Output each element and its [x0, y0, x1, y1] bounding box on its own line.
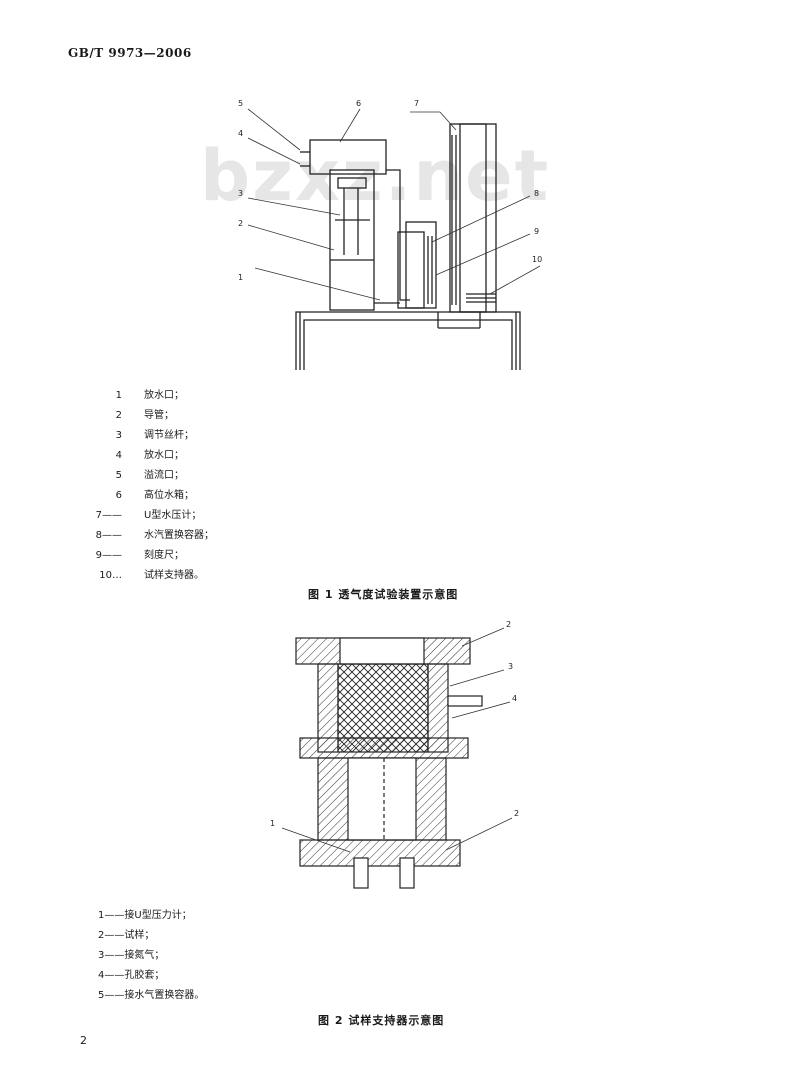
fig2-label-2: 2 [506, 620, 511, 629]
base-table-outline [295, 311, 521, 370]
figure2-diagram: 1 2 3 4 2 [270, 620, 519, 889]
figure1-caption: 图 1 透气度试验装置示意图 [308, 588, 459, 601]
left-column [329, 169, 375, 311]
fig1-label-5: 5 [238, 99, 243, 108]
fig1-label-7: 7 [414, 99, 419, 108]
fig2-label-2b: 2 [514, 809, 519, 818]
page-number: 2 [80, 1034, 87, 1047]
fig1-label-9: 9 [534, 227, 539, 236]
legend-item: 5——接水气置换容器。 [98, 990, 205, 1001]
fig1-label-3: 3 [238, 189, 243, 198]
legend-item: 4——孔胶套； [98, 970, 165, 981]
sample-block [337, 663, 429, 753]
fig2-label-4: 4 [512, 694, 517, 703]
fig1-label-1: 1 [238, 273, 243, 282]
fig2-label-3: 3 [508, 662, 513, 671]
legend-item: 10…试样支持器。 [99, 570, 204, 581]
legend-item: 1——接U型压力计； [98, 910, 192, 921]
bottom-flange [299, 839, 461, 867]
screw-top [337, 177, 367, 189]
figure2-caption: 图 2 试样支持器示意图 [318, 1014, 445, 1027]
legend-item: 7——U型水压计； [95, 510, 202, 521]
fig1-label-2: 2 [238, 219, 243, 228]
figure2-legend: 1——接U型压力计； 2——试样； 3——接氮气； 4——孔胶套； 5——接水气… [98, 906, 204, 1006]
u-manometer [449, 123, 497, 313]
base-table-inner [303, 319, 513, 370]
fig1-label-6: 6 [356, 99, 361, 108]
standard-header: GB/T 9973—2006 [68, 46, 192, 60]
legend-item: 3——接氮气； [98, 950, 165, 961]
figure1-diagram: 1 2 3 4 5 6 7 8 9 10 [238, 99, 542, 370]
exchange-container [397, 231, 425, 309]
fig1-label-8: 8 [534, 189, 539, 198]
fig1-label-4: 4 [238, 129, 243, 138]
legend-item: 8——水汽置换容器； [95, 530, 214, 541]
high-water-tank [309, 139, 387, 175]
legend-item: 2——试样； [98, 930, 155, 941]
fig1-label-10: 10 [532, 255, 542, 264]
fig2-label-1: 1 [270, 819, 275, 828]
legend-item: 9——刻度尺； [95, 550, 184, 561]
